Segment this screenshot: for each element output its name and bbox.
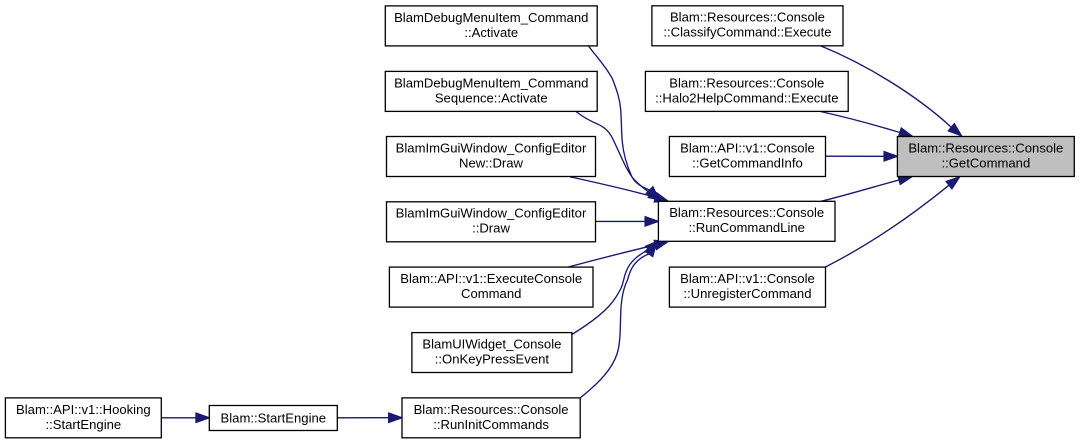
svg-text:::Halo2HelpCommand::Execute: ::Halo2HelpCommand::Execute <box>655 90 838 105</box>
svg-text:::ClassifyCommand::Execute: ::ClassifyCommand::Execute <box>663 25 831 40</box>
svg-text:::UnregisterCommand: ::UnregisterCommand <box>683 286 811 301</box>
svg-text:::StartEngine: ::StartEngine <box>45 417 121 432</box>
svg-text:BlamUIWidget_Console: BlamUIWidget_Console <box>422 336 561 351</box>
svg-text:::RunInitCommands: ::RunInitCommands <box>433 417 549 432</box>
svg-text:Blam::Resources::Console: Blam::Resources::Console <box>669 205 824 220</box>
svg-text:BlamDebugMenuItem_Command: BlamDebugMenuItem_Command <box>394 75 588 90</box>
svg-text:::Activate: ::Activate <box>464 25 518 40</box>
svg-text:::RunCommandLine: ::RunCommandLine <box>688 220 804 235</box>
svg-text:Blam::Resources::Console: Blam::Resources::Console <box>669 75 824 90</box>
svg-text:BlamDebugMenuItem_Command: BlamDebugMenuItem_Command <box>394 10 588 25</box>
svg-text:Blam::API::v1::Console: Blam::API::v1::Console <box>680 140 815 155</box>
svg-text:Blam::API::v1::Console: Blam::API::v1::Console <box>680 271 815 286</box>
svg-text:::OnKeyPressEvent: ::OnKeyPressEvent <box>435 351 550 366</box>
svg-text:::Draw: ::Draw <box>472 221 510 236</box>
svg-text:Blam::StartEngine: Blam::StartEngine <box>221 410 327 425</box>
svg-text:::GetCommand: ::GetCommand <box>941 155 1030 170</box>
svg-text:BlamImGuiWindow_ConfigEditor: BlamImGuiWindow_ConfigEditor <box>396 140 587 155</box>
svg-text:Blam::API::v1::ExecuteConsole: Blam::API::v1::ExecuteConsole <box>400 271 582 286</box>
svg-text:::GetCommandInfo: ::GetCommandInfo <box>692 155 803 170</box>
svg-text:Sequence::Activate: Sequence::Activate <box>435 90 548 105</box>
svg-text:Blam::Resources::Console: Blam::Resources::Console <box>908 140 1063 155</box>
svg-text:Blam::Resources::Console: Blam::Resources::Console <box>670 10 825 25</box>
svg-text:Blam::Resources::Console: Blam::Resources::Console <box>414 402 569 417</box>
svg-text:Command: Command <box>461 286 521 301</box>
svg-text:New::Draw: New::Draw <box>459 155 524 170</box>
svg-text:BlamImGuiWindow_ConfigEditor: BlamImGuiWindow_ConfigEditor <box>396 206 587 221</box>
svg-text:Blam::API::v1::Hooking: Blam::API::v1::Hooking <box>16 402 151 417</box>
